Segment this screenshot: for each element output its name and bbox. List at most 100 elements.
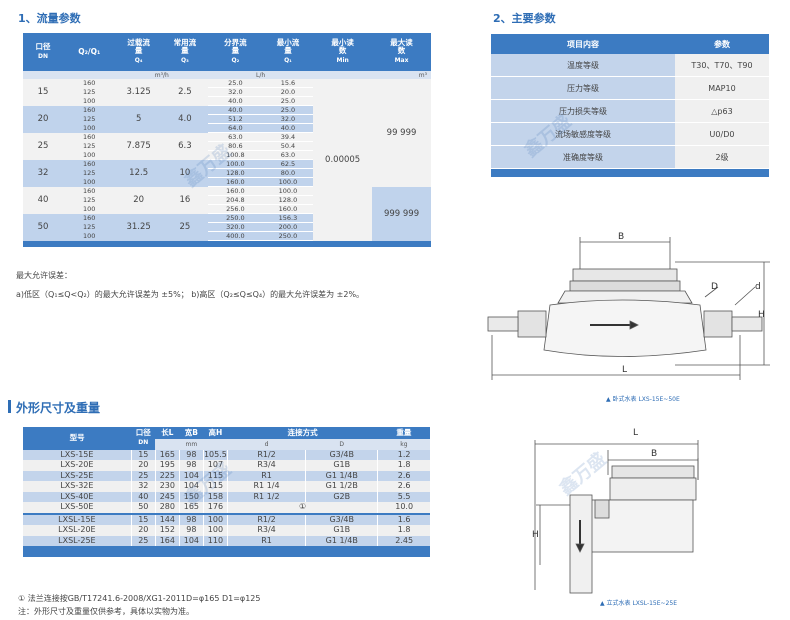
horizontal-caption: ▲ 卧式水表 LXS-15E~50E [606, 396, 680, 403]
flow-ratio: 125 [62, 195, 116, 205]
params-section-title: 2、主要参数 [493, 12, 556, 25]
dims-cell: 110 [203, 535, 228, 546]
dims-cell: 25 [131, 535, 156, 546]
flow-q4: 3.125 [115, 79, 162, 106]
flow-dn: 50 [23, 213, 63, 241]
label-b-horizontal: B [618, 232, 625, 242]
dims-cell: LXSL-15E [23, 513, 132, 525]
flow-q3: 6.3 [161, 132, 209, 160]
flow-min: 15.6 [262, 79, 314, 88]
flow-dn: 20 [23, 105, 63, 133]
params-row: 压力损失等级△p63 [491, 99, 769, 123]
flow-ratio: 100 [62, 231, 116, 241]
flow-transition: 128.0 [208, 168, 263, 178]
dims-bottom-bar [23, 546, 430, 557]
flow-transition: 25.0 [208, 79, 263, 88]
params-item: 流场敏感度等级 [491, 122, 675, 146]
dims-cell: 150 [179, 491, 204, 502]
dims-cell: 32 [131, 481, 156, 492]
flow-q4: 12.5 [115, 159, 162, 187]
unit-lh: L/h [208, 71, 314, 79]
params-col-item: 项目内容 [491, 34, 675, 54]
dims-cell: 165 [179, 502, 204, 514]
label-d-small-horizontal: d [755, 282, 761, 292]
dims-unit-mm: mm [155, 439, 228, 450]
params-value: MAP10 [675, 76, 769, 100]
dims-cell: G1 1/4B [305, 470, 379, 481]
dims-cell: 245 [155, 491, 180, 502]
dims-cell: 144 [155, 513, 180, 525]
dims-cell: 164 [155, 535, 180, 546]
flow-dn: 25 [23, 132, 63, 160]
flow-transition: 63.0 [208, 132, 263, 142]
dims-cell: G1B [305, 460, 379, 471]
flow-q3: 25 [161, 213, 209, 241]
flow-min: 200.0 [262, 222, 314, 232]
flow-min: 25.0 [262, 96, 314, 106]
flow-q4: 7.875 [115, 132, 162, 160]
flow-transition: 320.0 [208, 222, 263, 232]
dims-cell: 107 [203, 460, 228, 471]
flow-transition: 256.0 [208, 204, 263, 214]
flow-transition: 204.8 [208, 195, 263, 205]
dims-cell: LXS-32E [23, 481, 132, 492]
flow-transition: 32.0 [208, 87, 263, 97]
flow-transition: 51.2 [208, 114, 263, 124]
flow-q4: 5 [115, 105, 162, 133]
reference-note: 注：外形尺寸及重量仅供参考，具体以实物为准。 [18, 607, 194, 616]
dims-cell: G1B [305, 525, 379, 536]
vertical-caption: ▲ 立式水表 LXSL-15E~25E [600, 600, 677, 607]
flow-section-title: 1、流量参数 [18, 12, 81, 25]
vertical-meter-drawing [534, 440, 699, 594]
table-bottom-bar [23, 240, 431, 247]
flow-transition: 100.8 [208, 150, 263, 160]
flow-ratio: 125 [62, 141, 116, 151]
flow-ratio: 160 [62, 79, 116, 88]
dims-cell: R1 [227, 470, 307, 481]
label-b-vertical: B [651, 449, 658, 459]
flow-ratio: 125 [62, 87, 116, 97]
dims-cell: 115 [203, 481, 228, 492]
dims-cell: 115 [203, 470, 228, 481]
flow-ratio: 160 [62, 132, 116, 142]
max-reading-value-2: 999 999 [372, 186, 431, 241]
params-value: 2级 [675, 145, 769, 169]
dims-cell: LXS-20E [23, 460, 132, 471]
dims-cell: R1/2 [227, 449, 307, 460]
flow-transition: 80.6 [208, 141, 263, 151]
dims-cell: 98 [179, 513, 204, 525]
dims-cell: 15 [131, 449, 156, 460]
flow-q3: 4.0 [161, 105, 209, 133]
flow-min: 63.0 [262, 150, 314, 160]
dims-cell: R3/4 [227, 460, 307, 471]
flow-ratio: 125 [62, 222, 116, 232]
dims-cell: G2B [305, 491, 379, 502]
dims-cell: G3/4B [305, 513, 379, 525]
col-ratio: Q₂/Q₁ [62, 33, 116, 71]
